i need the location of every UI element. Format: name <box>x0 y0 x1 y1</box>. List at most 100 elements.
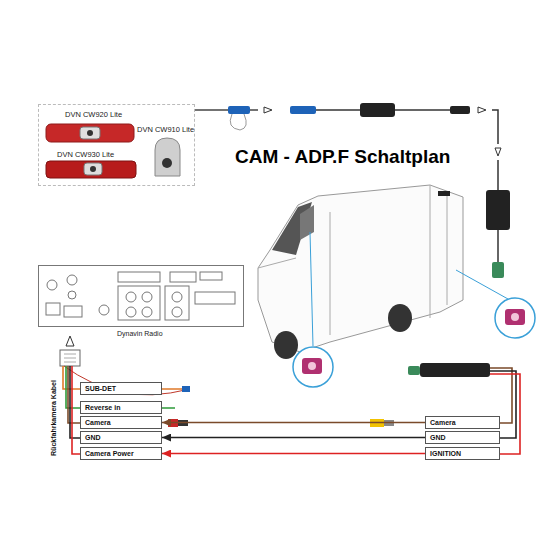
callout-connector <box>495 298 535 338</box>
camera-cable <box>228 106 250 114</box>
wire-name: Reverse in <box>85 403 157 412</box>
radio-details <box>68 291 76 299</box>
radio-details <box>165 286 189 320</box>
wire-label: SUB-DET <box>80 382 162 395</box>
van-illustration <box>258 185 463 352</box>
wire-name: SUB-DET <box>85 384 157 393</box>
camera-cable <box>497 230 499 262</box>
part-label: DVN CW910 Lite <box>137 125 194 134</box>
wire-label: Camera <box>425 416 500 429</box>
callout-connector <box>505 309 525 325</box>
wire-connector <box>162 422 425 424</box>
wire-name: GND <box>85 433 157 442</box>
camera-cable <box>492 262 504 278</box>
radio-details <box>47 280 57 290</box>
radio-details <box>126 292 136 302</box>
camera-cable <box>316 109 360 111</box>
harness-connector <box>66 336 74 346</box>
van-illustration <box>258 185 463 359</box>
camera-product <box>162 158 172 168</box>
callout-connector <box>302 358 322 374</box>
radio-details <box>195 292 235 304</box>
callout-connector <box>308 362 316 370</box>
part-label: Dynavin Radio <box>117 330 163 337</box>
camera-cable <box>395 109 450 111</box>
camera-cable <box>486 190 510 230</box>
camera-product <box>155 138 180 176</box>
camera-product <box>84 163 102 175</box>
van-illustration <box>258 185 447 335</box>
harness-wire <box>64 366 190 395</box>
diagram-title: CAM - ADP.F Schaltplan <box>235 146 450 168</box>
van-illustration <box>274 331 298 359</box>
harness-connector <box>60 350 80 366</box>
camera-cable <box>360 103 395 117</box>
camera-product <box>46 161 136 178</box>
camera-product <box>87 130 93 136</box>
part-label: DVN CW920 Lite <box>65 110 122 119</box>
wire-label: IGNITION <box>425 447 500 460</box>
radio-details <box>142 307 152 317</box>
camera-adapter-module <box>420 363 490 377</box>
camera-product <box>90 166 96 172</box>
cable-label: Rückfahrkamera Kabel <box>50 380 57 456</box>
wire-label: GND <box>425 431 500 444</box>
camera-cable <box>250 109 258 111</box>
harness-connector <box>60 336 80 366</box>
wire-connector <box>162 437 425 439</box>
van-illustration <box>438 191 450 196</box>
camera-cable <box>450 106 470 114</box>
radio-details <box>118 286 160 320</box>
camera-adapter-module <box>480 368 512 423</box>
camera-adapter-module <box>408 366 420 375</box>
radio-details <box>46 303 60 315</box>
camera-adapter-module <box>370 363 520 454</box>
camera-cable <box>495 148 501 156</box>
callout-connector <box>293 232 535 387</box>
wire-name: Camera <box>430 418 495 427</box>
part-label: DVN CW930 Lite <box>57 150 114 159</box>
harness-connector <box>64 354 76 362</box>
wire-label: GND <box>80 431 162 444</box>
callout-connector <box>293 347 333 387</box>
camera-cable <box>492 110 498 144</box>
callout-connector <box>310 232 313 346</box>
camera-product <box>46 124 134 142</box>
radio-details <box>67 275 77 285</box>
wire-label: Camera Power <box>80 447 162 460</box>
wire-connector <box>162 453 425 455</box>
radio-details <box>64 306 82 317</box>
radio-details <box>118 272 160 282</box>
callout-connector <box>456 270 508 299</box>
van-illustration <box>388 304 412 332</box>
radio-details <box>172 307 182 317</box>
radio-details <box>170 272 196 282</box>
radio-details <box>200 272 222 280</box>
van-illustration <box>300 205 314 240</box>
wire-label: Camera <box>80 416 162 429</box>
harness-wire <box>182 386 190 392</box>
radio-details <box>99 305 109 315</box>
camera-cable <box>195 109 228 111</box>
wire-name: Camera <box>85 418 157 427</box>
radio-details <box>46 272 235 320</box>
camera-cable <box>264 107 272 113</box>
radio-details <box>126 307 136 317</box>
harness-wire <box>63 366 190 454</box>
camera-group-box: DVN CW920 LiteDVN CW910 LiteDVN CW930 Li… <box>38 104 195 186</box>
wire-name: Camera Power <box>85 449 157 458</box>
radio-details <box>142 292 152 302</box>
radio-details <box>172 292 182 302</box>
wire-label: Reverse in <box>80 401 162 414</box>
camera-product <box>80 127 100 139</box>
radio-unit: Dynavin Radio <box>38 265 244 327</box>
camera-cable <box>230 114 246 130</box>
wire-name: IGNITION <box>430 449 495 458</box>
camera-cable <box>478 107 486 113</box>
camera-cable <box>497 160 499 190</box>
camera-cable <box>290 106 316 114</box>
